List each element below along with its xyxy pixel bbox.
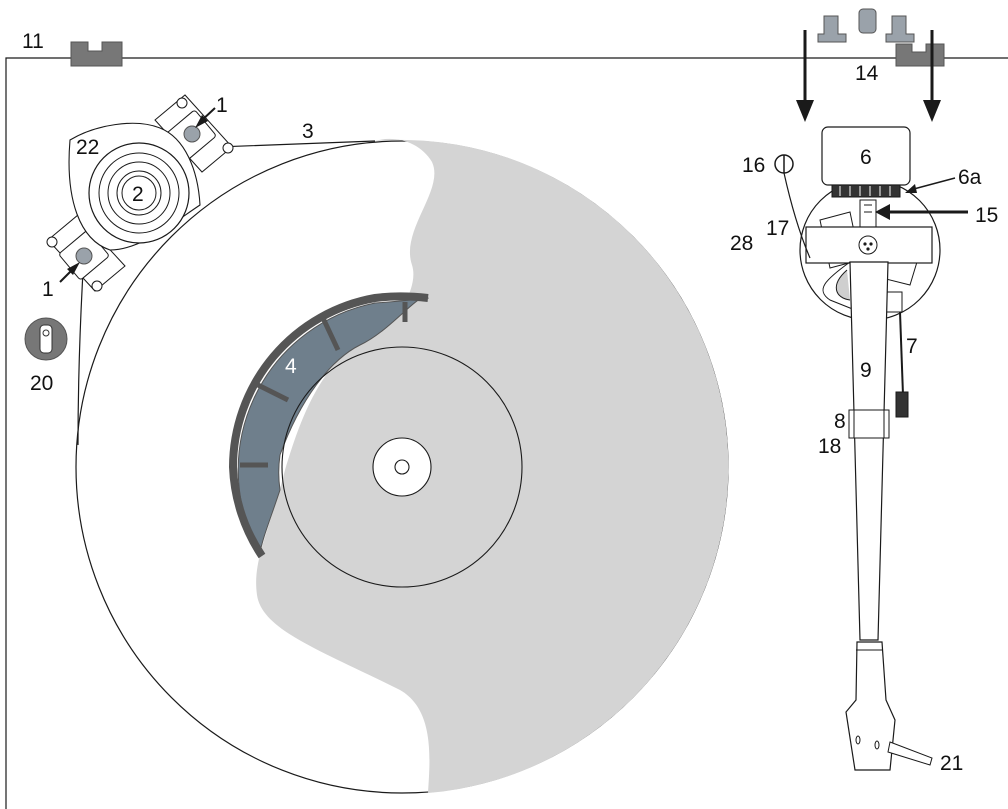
label-11: 11 [22,30,44,53]
spindle [394,459,410,475]
label-6: 6 [860,146,872,169]
tonearm-assembly [774,126,941,771]
label-14: 14 [855,62,879,85]
label-20: 20 [30,372,53,395]
label-4: 4 [285,355,297,378]
motor-assembly [46,94,234,292]
label-28: 28 [730,232,753,255]
label-18: 18 [818,435,841,458]
headshell [845,641,896,771]
pointer-arrows [875,177,968,220]
label-15: 15 [975,204,998,227]
label-2: 2 [132,183,144,206]
label-9: 9 [860,359,872,382]
counterweight-ring [831,184,901,198]
label-3: 3 [302,120,314,143]
label-1-top: 1 [216,94,228,117]
label-16: 16 [742,154,765,177]
lid-hinge-left [70,41,123,67]
record-label [281,346,523,588]
arm-tube [849,261,889,641]
label-21: 21 [940,752,963,775]
label-1-bottom: 1 [42,278,54,301]
screw-arrows [59,107,216,283]
label-8: 8 [834,410,846,433]
label-7: 7 [906,335,918,358]
label-22: 22 [76,136,99,159]
label-17: 17 [766,217,789,240]
label-6a: 6a [958,166,982,189]
plinth-outline [5,57,1008,809]
sub-platter-rim [228,292,429,559]
sub-platter-ticks [240,302,408,468]
speed-switch [24,317,68,361]
platter-cutaway [256,138,729,793]
insert-arrows [796,30,941,122]
